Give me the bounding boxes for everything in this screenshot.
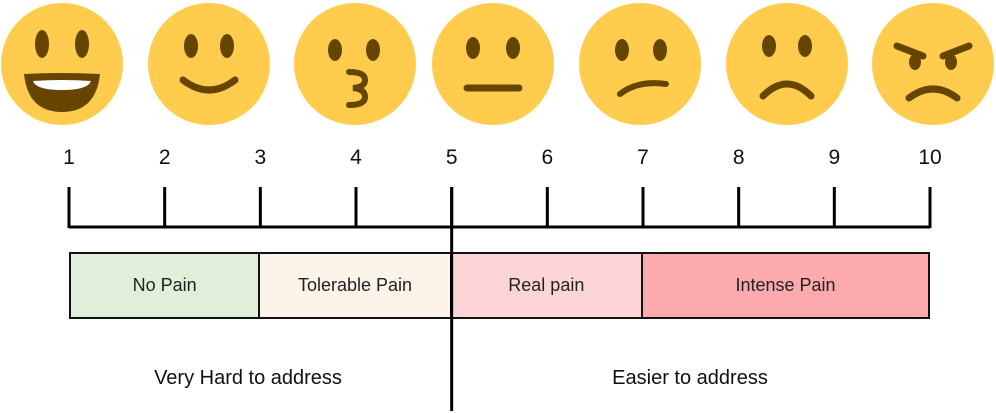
- caption-right: Easier to address: [612, 367, 768, 389]
- pain-band: Real pain: [451, 252, 643, 319]
- angry-face-icon: [872, 3, 994, 125]
- tick-label: 10: [918, 146, 942, 169]
- tick-label: 1: [63, 146, 75, 169]
- caption-left: Very Hard to address: [154, 367, 342, 389]
- tick-label: 5: [445, 146, 458, 169]
- pain-band: No Pain: [69, 252, 261, 319]
- tick-label: 6: [541, 146, 554, 169]
- frowning-face-icon: [726, 3, 848, 125]
- tick-label: 2: [158, 146, 171, 169]
- neutral-face-icon: [432, 3, 554, 125]
- grinning-face-icon: [1, 3, 123, 125]
- pain-band: Intense Pain: [643, 252, 930, 319]
- face-row: [0, 0, 996, 130]
- tick-label: 8: [732, 146, 745, 169]
- pain-band: Tolerable Pain: [260, 252, 452, 319]
- kissing-face-icon: [294, 3, 416, 125]
- confused-face-icon: [579, 3, 701, 125]
- smiling-face-icon: [148, 3, 270, 125]
- tick-label: 3: [254, 146, 267, 169]
- tick-label: 4: [350, 146, 362, 169]
- tick-label: 7: [637, 146, 649, 169]
- tick-label: 9: [828, 146, 841, 169]
